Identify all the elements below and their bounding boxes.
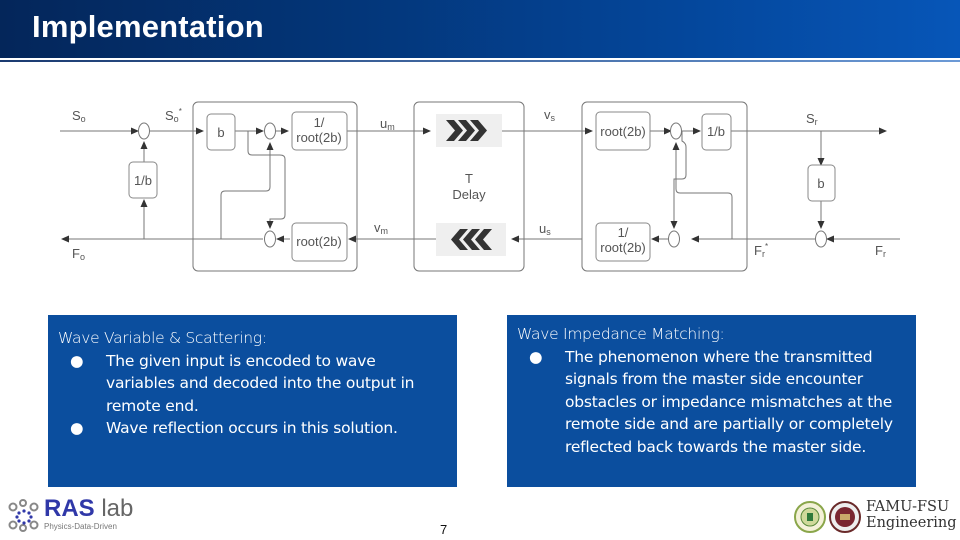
chevrons-left-icon (451, 229, 492, 250)
ras-lab-dots-icon (8, 499, 39, 532)
block-label: 1/b (134, 173, 152, 188)
bullet-icon: ● (70, 419, 84, 437)
signal-label-f-o: Fo (72, 246, 85, 262)
signal-label-s-o: So (72, 108, 86, 124)
bullet-icon: ● (70, 351, 84, 370)
bullet-list: ● The phenomenon where the transmitted s… (517, 346, 906, 459)
ras-lab-logo: RAS lab Physics-Data-Driven (6, 495, 136, 535)
sum-junction (138, 122, 150, 140)
block-label: root(2b) (600, 124, 646, 139)
engineering-name: FAMU-FSU Engineering (866, 499, 957, 531)
chevrons-right-icon (446, 120, 487, 141)
signal-label-s-r: Sr (806, 111, 818, 127)
block-label: root(2b) (296, 234, 342, 249)
block-inv-root-master (291, 111, 348, 151)
page-number: 7 (440, 522, 448, 537)
signal-label-u-m: um (380, 116, 395, 132)
wave-variable-block-diagram: 1/b b 1/ root(2b) root(2b) T Delay root(… (60, 95, 900, 280)
bullet-item: ● The given input is encoded to wave var… (70, 351, 415, 415)
signal-label-u-s: us (539, 221, 551, 237)
block-b-master (206, 113, 236, 151)
sum-junction (668, 230, 680, 248)
impedance-matching-panel: Wave Impedance Matching: ● The phenomeno… (507, 315, 916, 487)
block-label: root(2b) (600, 240, 646, 255)
sum-junction (264, 230, 276, 248)
panel-heading: Wave Impedance Matching: (517, 325, 725, 343)
block-root-slave (595, 111, 651, 151)
slave-decoder-box (581, 101, 748, 272)
lab-tagline: Physics-Data-Driven (44, 522, 117, 531)
panel-heading: Wave Variable & Scattering: (58, 329, 267, 347)
signal-label-s-o-star: So* (165, 107, 182, 124)
block-inv-b-left (128, 161, 158, 199)
delay-box (413, 101, 525, 272)
header-divider-accent (0, 60, 960, 62)
lab-name: RAS lab (44, 495, 134, 522)
block-label: 1/ (618, 225, 629, 240)
delay-label: T (465, 171, 473, 186)
bullet-list: ● The given input is encoded to wave var… (58, 350, 447, 440)
signal-label-f-r: Fr (875, 243, 886, 259)
block-label: root(2b) (296, 130, 342, 145)
block-label: b (217, 125, 224, 140)
block-inv-b-slave (701, 113, 732, 151)
bullet-item: ● Wave reflection occurs in this solutio… (58, 417, 447, 440)
signal-label-v-s: vs (544, 107, 556, 123)
header-divider (0, 58, 960, 60)
sum-junction (670, 122, 682, 140)
slide-title: Implementation (32, 9, 264, 44)
wave-variable-panel: Wave Variable & Scattering: ● The given … (48, 315, 457, 487)
slide-header: Implementation (0, 0, 960, 58)
block-root-master (291, 222, 348, 262)
famu-fsu-logo: FAMU-FSU Engineering (793, 497, 957, 537)
sum-junction (264, 122, 276, 140)
block-label: 1/ (314, 115, 325, 130)
block-label: b (817, 176, 824, 191)
sum-junction (815, 230, 827, 248)
signal-label-v-m: vm (374, 220, 388, 236)
signal-label-f-r-star: Fr* (754, 242, 768, 259)
block-inv-root-slave (595, 222, 651, 262)
delay-label: Delay (452, 187, 486, 202)
master-encoder-box (192, 101, 358, 272)
university-seals-icon (794, 501, 861, 533)
bullet-item: ● The phenomenon where the transmitted s… (529, 347, 893, 456)
bullet-icon: ● (529, 347, 543, 366)
block-label: 1/b (707, 124, 725, 139)
block-b-right (807, 164, 836, 202)
